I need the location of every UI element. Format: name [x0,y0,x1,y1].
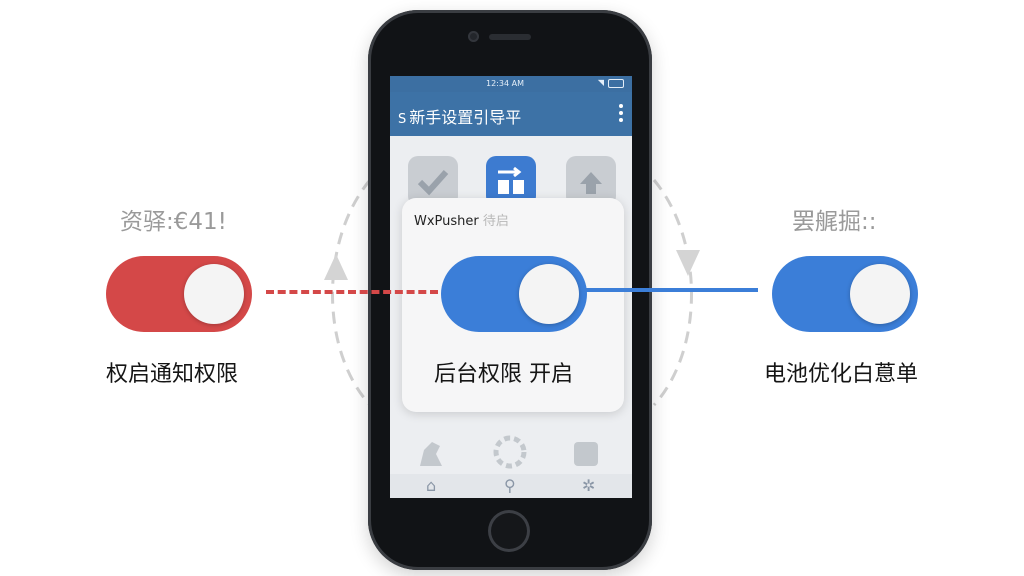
rabbit-icon[interactable] [412,432,452,472]
status-time: 12:34 AM [486,79,524,88]
red-dashed-connector [266,290,438,294]
toggle-knob [184,264,244,324]
cycle-arrows [324,179,700,407]
right-heading: 罢艉掘:: [792,209,877,235]
kebab-menu-icon[interactable] [618,104,624,122]
wifi-icon: ◥ [597,78,604,87]
toggle-knob [850,264,910,324]
notification-permission-label: 权启通知权限 [106,362,239,387]
speaker-grille [489,34,531,40]
left-heading: 资驿:€41! [120,209,227,235]
toggle-knob [519,264,579,324]
status-bar: 12:34 AM ◥ [390,76,632,92]
dialog-title: WxPusher 待启 [414,214,509,229]
app-logo-icon: S [398,112,407,127]
home-icon[interactable]: ⌂ [426,476,437,495]
up-arrow-icon [324,254,348,280]
tab-bar: ⌂ ⚲ ✲ [390,474,632,498]
notification-permission-toggle[interactable] [106,256,252,332]
dialog-title-suffix: 待启 [482,214,509,229]
tool-icon[interactable] [490,432,530,472]
battery-icon [608,79,624,88]
box-icon[interactable] [566,432,606,472]
settings-icon[interactable]: ✲ [582,476,596,495]
blue-connector [586,288,758,292]
home-button[interactable] [488,510,530,552]
transfer-icon[interactable] [486,156,536,206]
background-permission-toggle[interactable] [441,256,587,332]
check-icon[interactable] [408,156,458,206]
down-arrow-icon [676,250,700,276]
battery-optimization-label: 电池优化白蒠单 [764,362,919,387]
background-permission-label: 后台权限 开启 [434,362,573,387]
camera-icon [468,31,479,42]
upload-icon[interactable] [566,156,616,206]
battery-optimization-toggle[interactable] [772,256,918,332]
search-icon[interactable]: ⚲ [504,476,516,495]
